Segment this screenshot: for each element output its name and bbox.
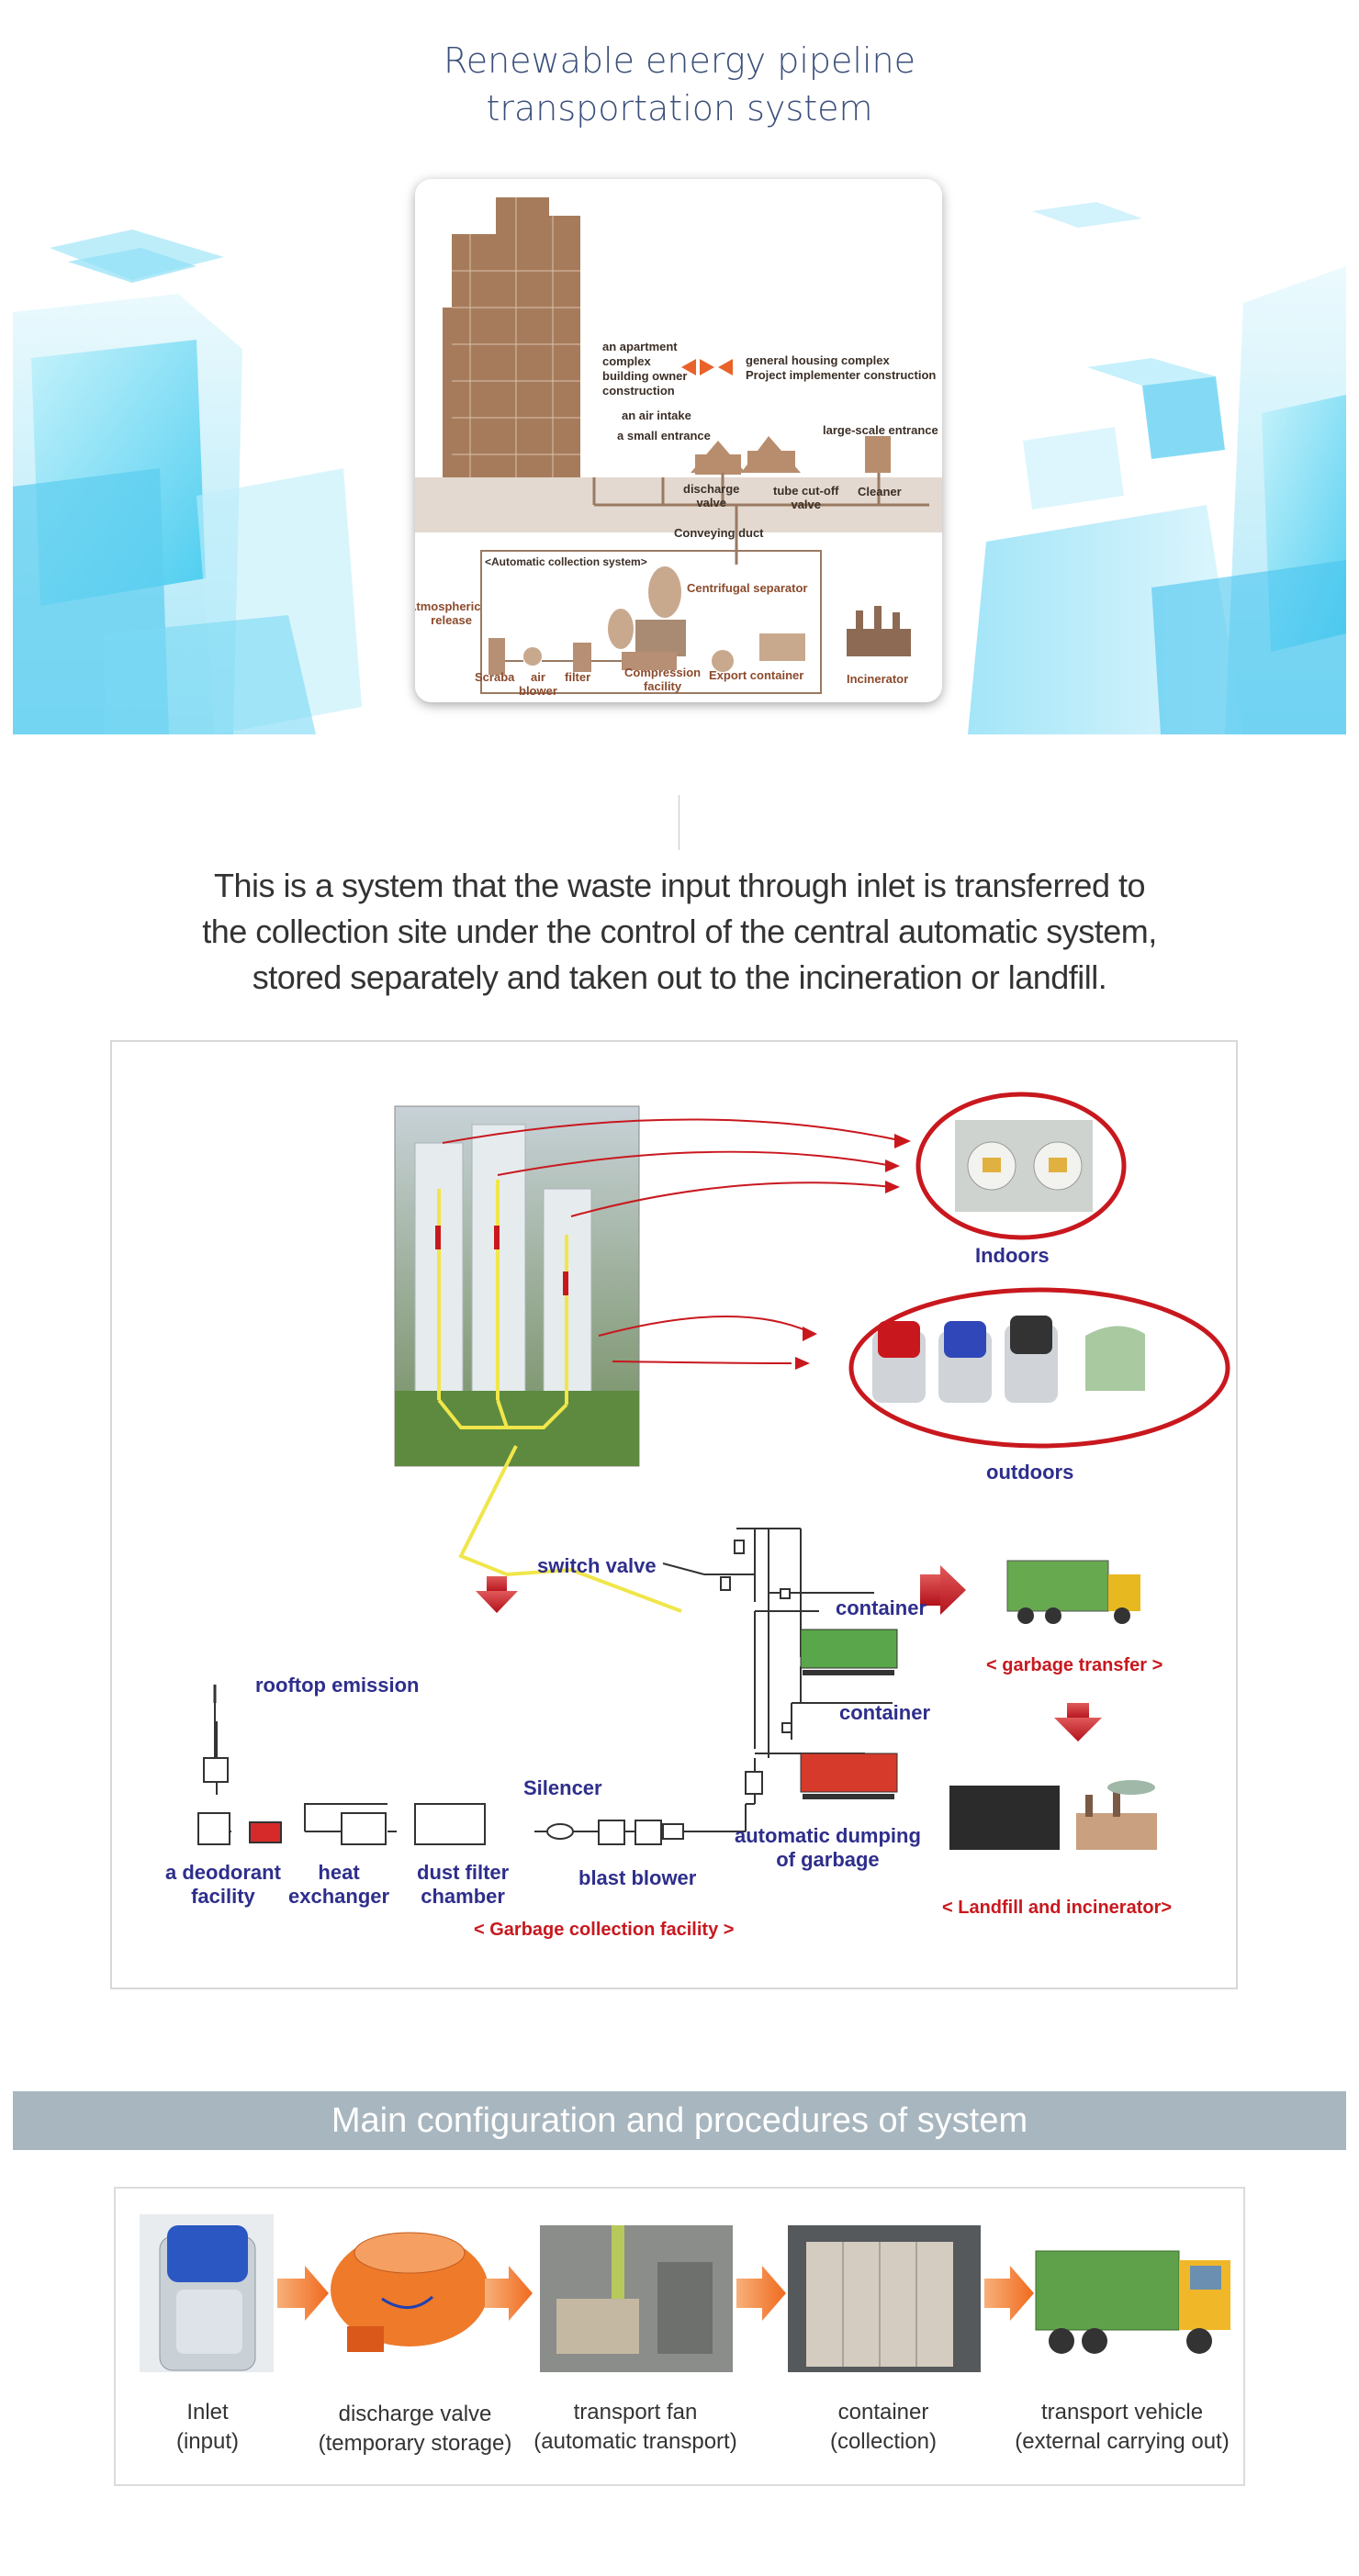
collection-diagram: Indoors outdoors switch valve rooftop em…: [110, 1040, 1238, 1989]
label-dust-filter-line: dust filter: [417, 1861, 510, 1884]
procedure-name: container: [837, 2400, 929, 2425]
page-title: Renewable energy pipeline transportation…: [0, 37, 1359, 132]
label-outdoors: outdoors: [986, 1461, 1074, 1484]
label-conveying-duct: Conveying duct: [674, 526, 764, 540]
label-deodorant: a deodorant facility: [165, 1861, 281, 1909]
procedure-panel: Inlet (input) discharge valve (temporary…: [114, 2187, 1245, 2486]
label-filter: filter: [565, 670, 591, 684]
label-housing-line: general housing complex: [746, 353, 890, 367]
label-switch-valve: switch valve: [537, 1554, 657, 1577]
label-silencer: Silencer: [523, 1776, 602, 1799]
label-air-blower-line: blower: [519, 684, 557, 698]
label-export-container: Export container: [709, 668, 804, 682]
label-tube-cutoff-line: valve: [791, 498, 822, 511]
label-deodorant-line: facility: [191, 1885, 255, 1908]
system-illustration-card: an apartment complex building owner cons…: [415, 179, 942, 702]
label-cleaner: Cleaner: [858, 485, 902, 498]
label-blast-blower: blast blower: [578, 1866, 697, 1889]
label-apartment: an apartment complex building owner cons…: [602, 340, 687, 398]
label-automatic-dumping-line: automatic dumping: [735, 1824, 921, 1847]
label-air-intake: an air intake: [622, 409, 691, 422]
description-line: This is a system that the waste input th…: [214, 867, 1146, 904]
label-heat-exchanger-line: exchanger: [288, 1885, 390, 1908]
label-apartment-line: complex: [602, 354, 651, 368]
procedure-images: [140, 2214, 1230, 2372]
collection-diagram-graphic: [197, 1092, 1230, 1850]
label-collection-facility: < Garbage collection facility >: [474, 1920, 735, 1940]
label-indoors: Indoors: [975, 1244, 1050, 1267]
label-garbage-transfer: < garbage transfer >: [986, 1655, 1163, 1675]
label-rooftop-emission: rooftop emission: [255, 1674, 420, 1697]
label-discharge-valve: discharge valve: [683, 482, 739, 510]
label-container-1: container: [836, 1596, 927, 1619]
procedure-item-inlet: Inlet (input): [116, 2398, 299, 2457]
label-landfill: < Landfill and incinerator>: [942, 1898, 1173, 1918]
label-deodorant-line: a deodorant: [165, 1861, 281, 1884]
label-centrifugal: Centrifugal separator: [687, 581, 808, 595]
label-dust-filter-line: chamber: [421, 1885, 505, 1908]
label-heat-exchanger-line: heat: [318, 1861, 360, 1884]
label-atmospheric: Atmospheric release: [415, 599, 481, 627]
label-heat-exchanger: heat exchanger: [288, 1861, 389, 1909]
label-container-2: container: [839, 1701, 931, 1724]
procedure-sub: (input): [175, 2429, 240, 2454]
label-auto-collection: <Automatic collection system>: [485, 555, 647, 568]
procedure-item-discharge-valve: discharge valve (temporary storage): [305, 2400, 525, 2458]
procedure-item-transport-vehicle: transport vehicle (external carrying out…: [1003, 2398, 1241, 2457]
description-line: stored separately and taken out to the i…: [252, 958, 1107, 996]
procedure-name: Inlet: [186, 2400, 229, 2425]
label-compression: Compression facility: [624, 666, 701, 693]
label-dust-filter: dust filter chamber: [417, 1861, 509, 1909]
procedure-sub: (temporary storage): [318, 2431, 512, 2456]
label-scraba: Scraba: [475, 670, 515, 684]
description-line: the collection site under the control of…: [202, 913, 1157, 950]
page-title-line2: transportation system: [486, 88, 873, 129]
procedure-name: transport vehicle: [1040, 2400, 1204, 2425]
section-divider: [679, 795, 680, 850]
page-title-line1: Renewable energy pipeline: [444, 40, 915, 81]
label-discharge-valve-line: discharge: [683, 482, 740, 496]
label-apartment-line: an apartment: [602, 340, 678, 353]
label-incinerator: Incinerator: [847, 672, 909, 686]
procedure-sub: (collection): [829, 2429, 938, 2454]
label-apartment-line: building owner: [602, 369, 688, 383]
label-compression-line: Compression: [624, 666, 702, 679]
procedure-item-container: container (collection): [773, 2398, 994, 2457]
procedure-name: transport fan: [573, 2400, 698, 2425]
procedure-sub: (external carrying out): [1015, 2429, 1230, 2454]
label-tube-cutoff: tube cut-off valve: [773, 484, 838, 511]
label-atmospheric-line: Atmospheric: [415, 599, 481, 613]
system-illustration: [415, 179, 942, 702]
procedure-item-transport-fan: transport fan (automatic transport): [525, 2398, 746, 2457]
label-small-entrance: a small entrance: [617, 429, 711, 442]
label-housing: general housing complex Project implemen…: [746, 353, 936, 383]
label-atmospheric-line: release: [431, 613, 472, 627]
label-tube-cutoff-line: tube cut-off: [773, 484, 839, 498]
label-automatic-dumping-line: of garbage: [776, 1848, 880, 1871]
section-title: Main configuration and procedures of sys…: [13, 2091, 1346, 2150]
label-air-blower: air blower: [519, 670, 557, 698]
label-air-blower-line: air: [531, 670, 545, 684]
label-large-entrance: large-scale entrance: [823, 423, 938, 437]
label-apartment-line: construction: [602, 384, 675, 398]
label-housing-line: Project implementer construction: [746, 368, 937, 382]
procedure-name: discharge valve: [338, 2402, 492, 2426]
label-discharge-valve-line: valve: [696, 496, 726, 510]
procedure-sub: (automatic transport): [533, 2429, 737, 2454]
system-description: This is a system that the waste input th…: [147, 863, 1212, 1001]
label-compression-line: facility: [643, 679, 682, 693]
label-automatic-dumping: automatic dumping of garbage: [735, 1824, 921, 1872]
